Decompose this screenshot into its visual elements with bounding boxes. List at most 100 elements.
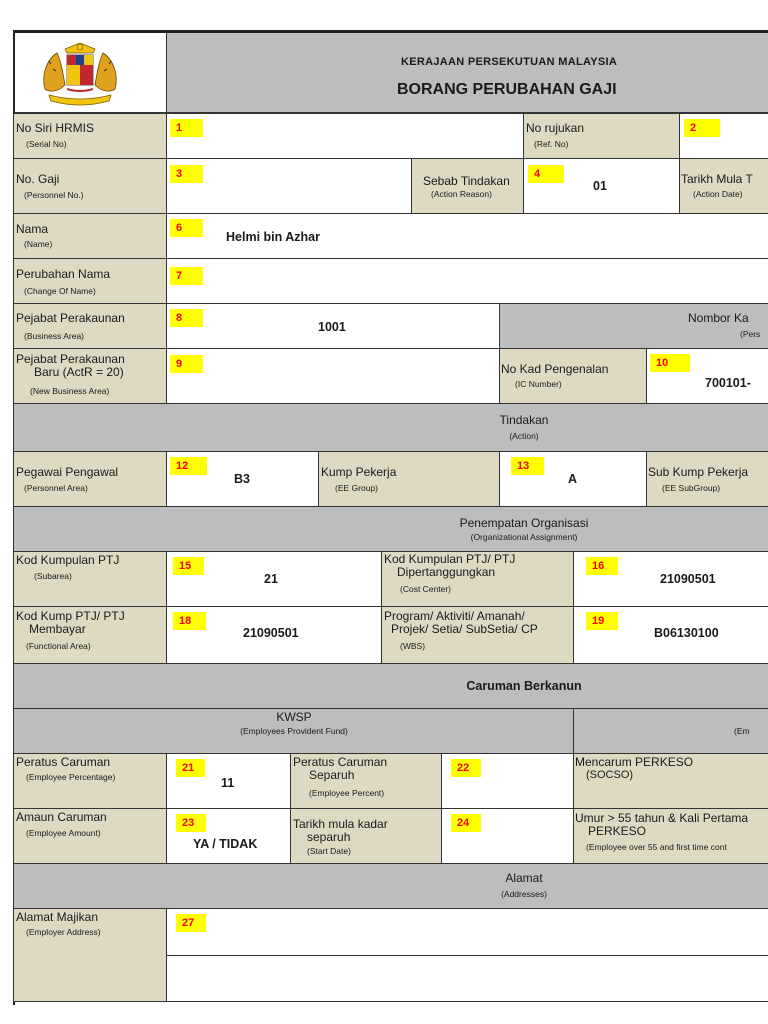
employer-address-label-cell: Alamat Majikan (Employer Address) <box>13 908 167 1002</box>
cost-center-field[interactable]: 16 21090501 <box>573 551 768 607</box>
crest-cell <box>15 33 167 113</box>
action-date-label-cell: Tarikh Mula T (Action Date) <box>679 158 768 214</box>
personnel-area-label: Pegawai Pengawal <box>16 465 119 479</box>
over55-label-line2: PERKESO <box>588 824 647 838</box>
ee-group-field[interactable]: 13 A <box>499 451 647 507</box>
start-date-field[interactable]: 24 <box>441 808 574 864</box>
action-date-sublabel: (Action Date) <box>693 189 743 199</box>
functional-area-value: 21090501 <box>243 626 299 640</box>
employer-address-number-tag: 27 <box>176 914 206 932</box>
over55-label: Umur > 55 tahun & Kali Pertama <box>575 811 749 825</box>
emp-pct-half-label-line2: Separuh <box>309 768 355 782</box>
name-field[interactable]: 6 Helmi bin Azhar <box>166 213 768 259</box>
business-area-label-cell: Pejabat Perakaunan (Business Area) <box>13 303 167 349</box>
start-date-label: Tarikh mula kadar <box>293 817 388 831</box>
functional-area-field[interactable]: 18 21090501 <box>166 606 382 664</box>
new-business-area-sublabel: (New Business Area) <box>30 386 110 396</box>
ic-sublabel: (IC Number) <box>515 379 562 389</box>
org-section-sublabel: (Organizational Assignment) <box>470 532 578 542</box>
cost-center-label-line2: Dipertanggungkan <box>397 565 496 579</box>
ic-label: No Kad Pengenalan <box>501 362 609 376</box>
action-date-label: Tarikh Mula T <box>681 172 753 186</box>
kwsp-sublabel: (Employees Provident Fund) <box>240 726 348 736</box>
org-section-title: Penempatan Organisasi <box>459 516 589 530</box>
address-section-title: Alamat <box>505 871 543 885</box>
org-section-header: Penempatan Organisasi (Organizational As… <box>13 506 768 552</box>
emp-pct-half-label: Peratus Caruman <box>293 755 388 769</box>
socso-sublabel: (SOCSO) <box>586 769 634 781</box>
action-reason-sublabel: (Action Reason) <box>431 189 492 199</box>
form-title: BORANG PERUBAHAN GAJI <box>397 81 617 98</box>
statutory-section-header: Caruman Berkanun <box>13 663 768 709</box>
ic-field[interactable]: 10 700101- <box>646 348 768 404</box>
ee-subgroup-sublabel: (EE SubGroup) <box>662 483 721 493</box>
name-sublabel: (Name) <box>24 239 53 249</box>
business-area-label: Pejabat Perakaunan <box>16 311 125 325</box>
emp-amount-field[interactable]: 23 YA / TIDAK <box>166 808 291 864</box>
personnel-area-field[interactable]: 12 B3 <box>166 451 319 507</box>
action-reason-field[interactable]: 4 01 <box>523 158 680 214</box>
ic-label-cell: No Kad Pengenalan (IC Number) <box>499 348 647 404</box>
personnel-area-label-cell: Pegawai Pengawal (Personnel Area) <box>13 451 167 507</box>
subarea-field[interactable]: 15 21 <box>166 551 382 607</box>
change-name-label: Perubahan Nama <box>16 267 111 281</box>
action-reason-label: Sebab Tindakan <box>423 174 510 188</box>
subarea-label: Kod Kumpulan PTJ <box>16 553 120 567</box>
wbs-field[interactable]: 19 B06130100 <box>573 606 768 664</box>
emp-amount-label-cell: Amaun Caruman (Employee Amount) <box>13 808 167 864</box>
start-date-label-line2: separuh <box>307 830 351 844</box>
start-date-label-cell: Tarikh mula kadar separuh (Start Date) <box>290 808 442 864</box>
employer-address-line1[interactable]: 27 <box>166 908 768 956</box>
emp-pct-label-cell: Peratus Caruman (Employee Percentage) <box>13 753 167 809</box>
form-top-border <box>13 30 768 33</box>
emp-pct-field[interactable]: 21 11 <box>166 753 291 809</box>
wbs-label: Program/ Aktiviti/ Amanah/ <box>384 609 525 623</box>
start-date-sublabel: (Start Date) <box>307 846 351 856</box>
personnel-field[interactable]: 3 <box>166 158 412 214</box>
new-business-area-label-line2: Baru (ActR = 20) <box>34 365 124 379</box>
wbs-label-line2: Projek/ Setia/ SubSetia/ CP <box>391 622 538 636</box>
serial-field[interactable]: 1 <box>166 113 524 159</box>
employer-address-sublabel: (Employer Address) <box>26 927 101 937</box>
name-label-cell: Nama (Name) <box>13 213 167 259</box>
over55-label-cell: Umur > 55 tahun & Kali Pertama PERKESO (… <box>573 808 768 864</box>
ic-value: 700101- <box>705 376 751 390</box>
new-business-area-field[interactable]: 9 <box>166 348 500 404</box>
address-section-header: Alamat (Addresses) <box>13 863 768 909</box>
change-name-field[interactable]: 7 <box>166 258 768 304</box>
name-number-tag: 6 <box>170 219 203 237</box>
action-section-sublabel: (Action) <box>509 431 539 441</box>
ref-label-cell: No rujukan (Ref. No) <box>523 113 680 159</box>
address-section-sublabel: (Addresses) <box>501 889 547 899</box>
cost-center-label-cell: Kod Kumpulan PTJ/ PTJ Dipertanggungkan (… <box>381 551 574 607</box>
business-area-sublabel: (Business Area) <box>24 331 84 341</box>
nombor-ka-label: Nombor Ka <box>688 311 749 325</box>
business-area-number-tag: 8 <box>170 309 203 327</box>
em-sublabel: (Em <box>734 726 750 736</box>
socso-label-cell: Mencarum PERKESO (SOCSO) <box>573 753 768 809</box>
emp-amount-label: Amaun Caruman <box>16 810 107 824</box>
action-reason-number-tag: 4 <box>528 165 564 183</box>
employer-address-label: Alamat Majikan <box>16 910 99 924</box>
kwsp-title: KWSP <box>276 710 312 724</box>
ee-group-sublabel: (EE Group) <box>335 483 378 493</box>
action-reason-value: 01 <box>593 179 607 193</box>
header-title-cell: KERAJAAN PERSEKUTUAN MALAYSIA BORANG PER… <box>166 33 768 113</box>
cost-center-sublabel: (Cost Center) <box>400 584 452 594</box>
name-value: Helmi bin Azhar <box>226 230 320 244</box>
ref-field[interactable]: 2 <box>679 113 768 159</box>
emp-pct-sublabel: (Employee Percentage) <box>26 772 116 782</box>
emp-amount-sublabel: (Employee Amount) <box>26 828 101 838</box>
ref-label: No rujukan <box>526 121 585 135</box>
personnel-number-tag: 3 <box>170 165 203 183</box>
subarea-value: 21 <box>264 572 278 586</box>
em-subheader: (Em <box>573 708 768 754</box>
kwsp-subheader: KWSP (Employees Provident Fund) <box>13 708 574 754</box>
business-area-field[interactable]: 8 1001 <box>166 303 500 349</box>
ee-subgroup-label: Sub Kump Pekerja <box>648 465 749 479</box>
personnel-area-value: B3 <box>234 472 250 486</box>
emp-pct-half-field[interactable]: 22 <box>441 753 574 809</box>
employer-address-line2[interactable] <box>166 955 768 1002</box>
over55-sublabel: (Employee over 55 and first time cont <box>586 842 727 852</box>
